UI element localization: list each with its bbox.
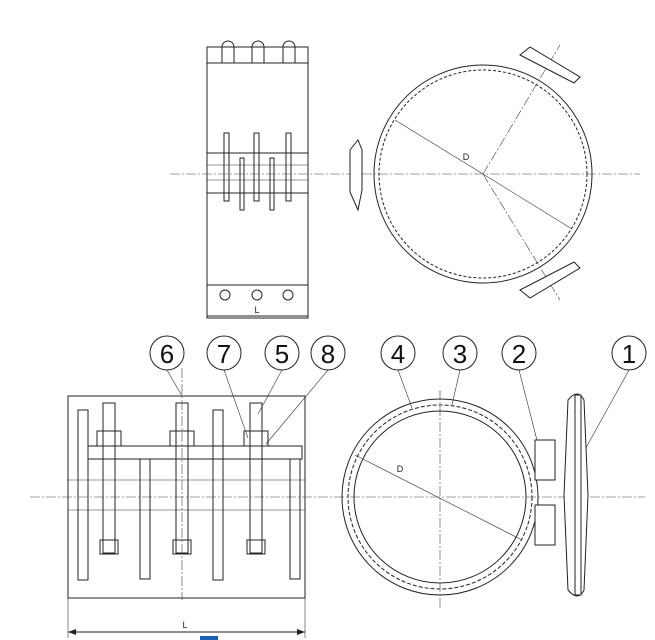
accent-mark xyxy=(200,636,218,640)
svg-text:3: 3 xyxy=(453,339,467,369)
length-label-top: L xyxy=(254,305,259,315)
bottom-side-view: L xyxy=(67,368,306,640)
callout-6: 6 xyxy=(149,335,185,371)
bottom-ring-view: D xyxy=(341,390,589,610)
svg-text:8: 8 xyxy=(321,339,335,369)
diameter-label-top: D xyxy=(463,152,470,162)
svg-text:6: 6 xyxy=(160,339,174,369)
top-bolt-loops xyxy=(221,40,296,63)
svg-text:7: 7 xyxy=(217,339,231,369)
svg-text:4: 4 xyxy=(391,339,405,369)
top-ring-view: D xyxy=(349,44,593,301)
callout-5: 5 xyxy=(264,335,300,371)
bolts xyxy=(96,402,269,555)
callout-8: 8 xyxy=(310,335,346,371)
callout-4: 4 xyxy=(380,335,416,371)
bottom-nuts xyxy=(219,289,294,301)
callout-7: 7 xyxy=(206,335,242,371)
svg-text:2: 2 xyxy=(512,339,526,369)
length-label-bottom: L xyxy=(182,620,187,630)
callout-2: 2 xyxy=(501,335,537,371)
svg-text:5: 5 xyxy=(275,339,289,369)
callouts: 6 7 5 8 4 3 2 1 xyxy=(149,335,647,456)
callout-1: 1 xyxy=(611,335,647,371)
top-side-view: L xyxy=(206,40,309,319)
callout-3: 3 xyxy=(442,335,478,371)
svg-text:1: 1 xyxy=(622,339,636,369)
diameter-label-bottom: D xyxy=(397,464,404,474)
